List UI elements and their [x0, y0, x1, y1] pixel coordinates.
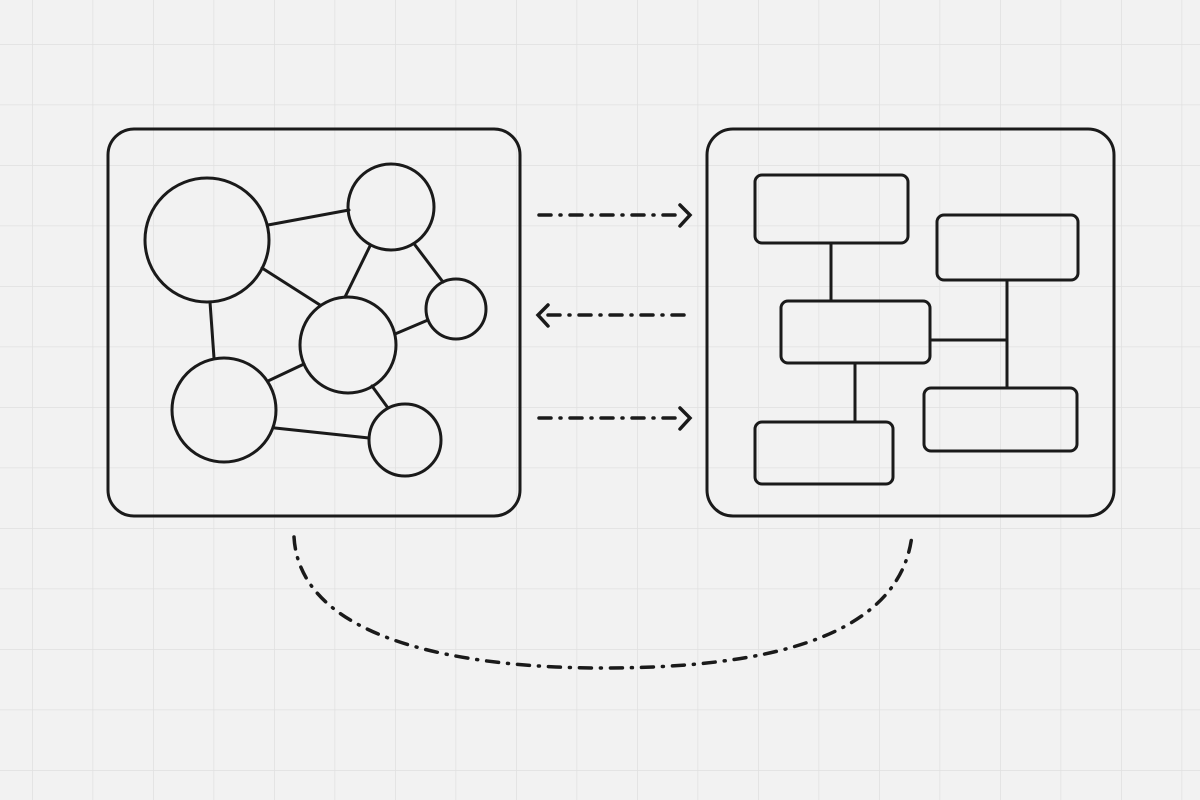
dashdot-curve [292, 533, 914, 670]
node [346, 162, 436, 252]
block [779, 299, 932, 365]
node [424, 277, 488, 341]
arrowhead-left-icon [535, 303, 550, 328]
block [922, 386, 1079, 453]
block [935, 213, 1080, 282]
edge [343, 244, 372, 299]
edge [393, 318, 430, 336]
edge [208, 300, 216, 360]
block [753, 173, 910, 245]
edge [413, 243, 445, 284]
node [298, 295, 398, 395]
block-panel [705, 127, 1116, 518]
arrowhead-right-icon [678, 203, 693, 228]
edge [266, 362, 306, 383]
edge [266, 208, 351, 227]
node [367, 402, 443, 478]
arrowhead-right-icon [678, 406, 693, 431]
edge [370, 384, 390, 410]
network-edges [208, 208, 445, 440]
edge [273, 426, 371, 440]
node [170, 356, 278, 464]
network-panel-frame [106, 127, 522, 518]
block [753, 420, 895, 486]
block-panel-frame [705, 127, 1116, 518]
network-panel [106, 127, 522, 518]
node [143, 176, 271, 304]
edge [260, 266, 322, 307]
